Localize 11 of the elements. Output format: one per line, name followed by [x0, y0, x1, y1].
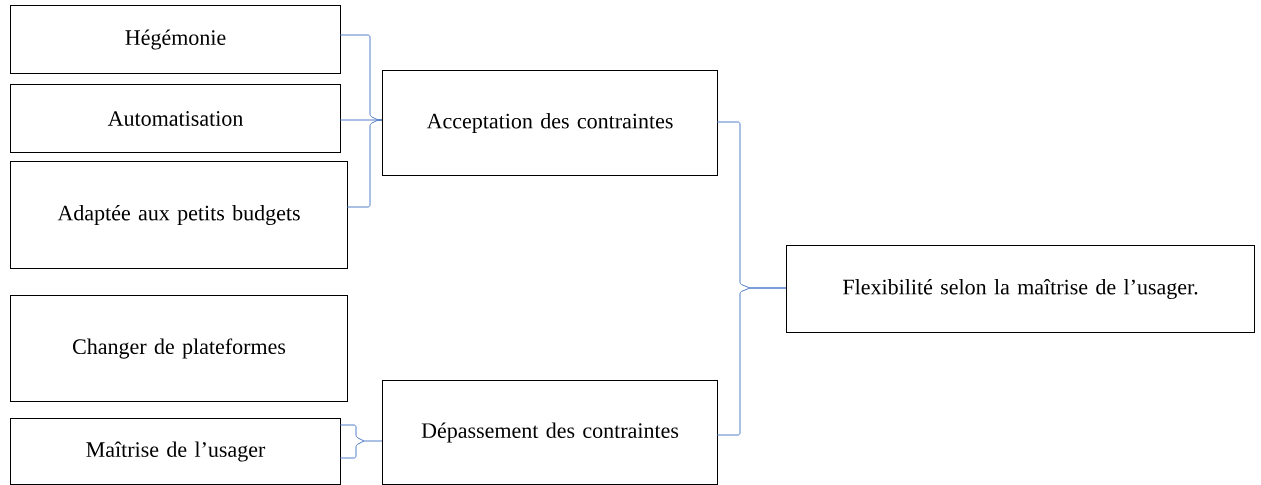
text-box: Flexibilité selon la maîtrise de l’usager. [786, 245, 1255, 333]
brace-connector [716, 287, 787, 436]
text-box: Automatisation [10, 84, 341, 153]
text-box: Maîtrise de l’usager [10, 418, 341, 485]
brace-connector [339, 424, 383, 459]
text-box: Changer de plateformes [10, 295, 348, 402]
text-box: Adaptée aux petits budgets [10, 161, 348, 269]
text-box: Acceptation des contraintes [382, 70, 718, 176]
text-box: Hégémonie [10, 5, 341, 74]
text-box: Dépassement des contraintes [382, 380, 718, 485]
brace-connector [346, 119, 383, 208]
